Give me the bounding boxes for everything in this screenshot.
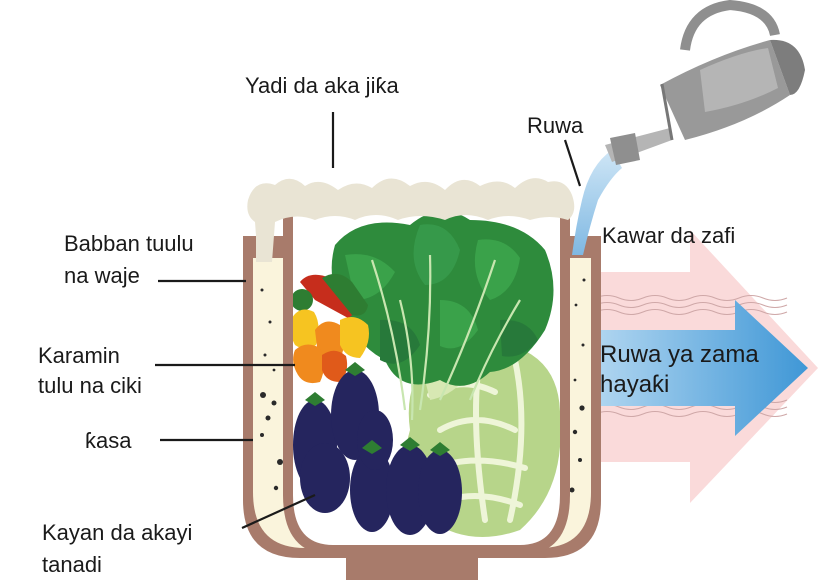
label-small-pot-2: tulu na ciki (38, 373, 142, 398)
label-evap-2: hayaƙi (600, 371, 669, 398)
label-cover: Yadi da aka jiƙa (245, 73, 399, 98)
label-produce-1: Kayan da akayi (42, 520, 192, 545)
watering-can-icon (605, 5, 805, 165)
label-produce-2: tanadi (42, 552, 102, 577)
label-outer-pot: Kawar da zafi (602, 223, 735, 248)
label-evap-1: Ruwa ya zama (600, 341, 759, 368)
label-big-pot-1: Babban tuulu (64, 231, 194, 256)
leader-water (565, 140, 580, 186)
label-small-pot-1: Karamin (38, 343, 120, 368)
label-water: Ruwa (527, 113, 584, 138)
label-sand: ƙasa (85, 428, 132, 453)
label-big-pot-2: na waje (64, 263, 140, 288)
